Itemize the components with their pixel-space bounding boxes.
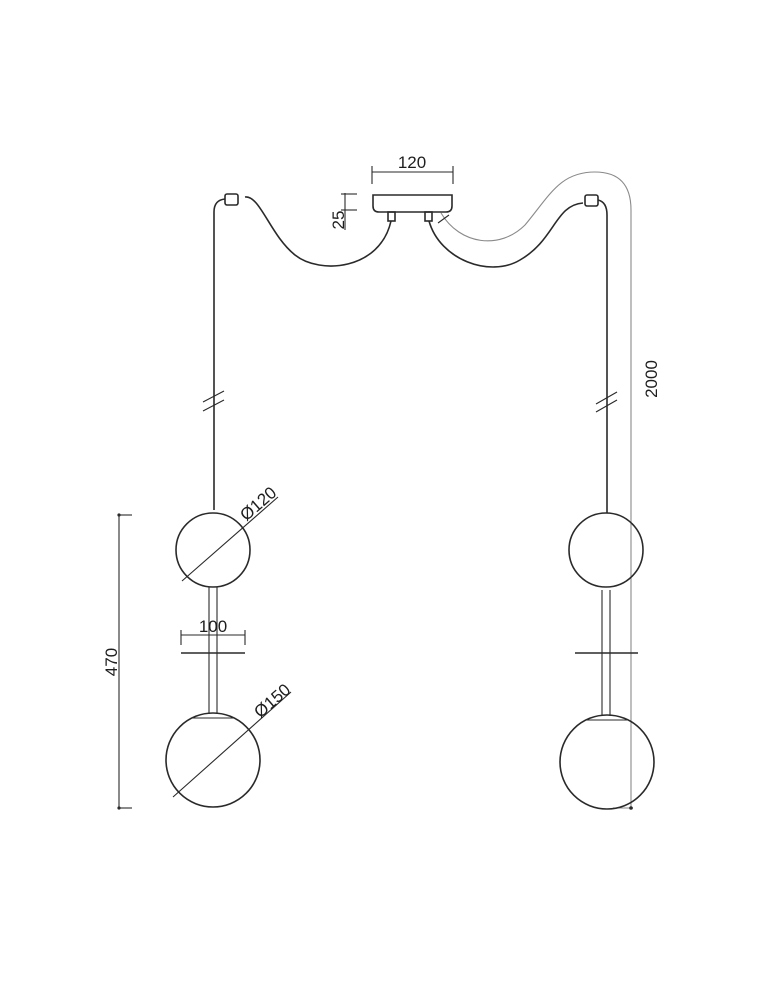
upper-globe-diameter-dimension: Ø120 [181, 483, 280, 582]
cable-length-label: 2000 [642, 360, 661, 398]
lower-globe-right [559, 714, 655, 810]
fixture-height-dimension: 470 [102, 513, 132, 810]
upper-globe-right [568, 512, 644, 588]
lower-globe-diameter-label: Ø150 [250, 680, 294, 722]
lower-globe-left [165, 712, 261, 808]
disc-width-label: 100 [199, 617, 227, 636]
upper-globe-diameter-label: Ø120 [236, 483, 280, 525]
ceiling-canopy [372, 194, 453, 222]
lower-globe-diameter-dimension: Ø150 [172, 680, 294, 798]
left-cable [202, 193, 392, 510]
right-fixture [559, 512, 655, 810]
disc-width-dimension: 100 [180, 617, 246, 645]
canopy-height-dimension: 25 [329, 193, 357, 230]
upper-globe-left [175, 512, 251, 588]
cable-length-dimension: 2000 [437, 171, 661, 810]
canopy-height-label: 25 [329, 211, 348, 230]
canopy-width-dimension: 120 [371, 153, 454, 184]
left-fixture [165, 512, 261, 808]
right-cable [428, 194, 618, 513]
fixture-height-label: 470 [102, 648, 121, 676]
canopy-width-label: 120 [398, 153, 426, 172]
